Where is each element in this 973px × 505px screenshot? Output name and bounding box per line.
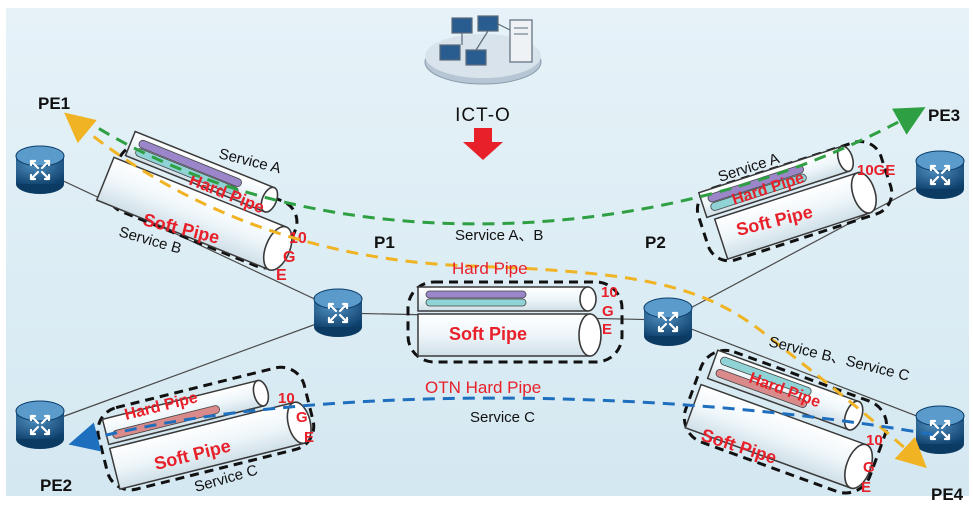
service-ab-label: Service A、B	[455, 227, 543, 244]
pe1-label: PE1	[38, 94, 70, 113]
pipe-group-center: Soft Pipe 10 G E	[406, 280, 624, 364]
ict-o-controller-icon	[424, 15, 542, 85]
pe3-router-icon	[914, 149, 966, 201]
p2-label: P2	[645, 233, 666, 252]
pe2-router-icon	[14, 399, 66, 451]
p1-label: P1	[374, 233, 395, 252]
p1-router-icon	[312, 287, 364, 339]
ge10-label-bottom-right-2: G	[863, 459, 875, 476]
ge10-label-top-left-2: G	[283, 249, 295, 266]
hard-pipe-label-center: Hard Pipe	[452, 259, 528, 278]
pe4-label: PE4	[931, 485, 964, 500]
pe4-router-icon	[914, 404, 966, 456]
ge10-label-bottom-left-2: G	[296, 409, 308, 426]
service-c-path	[68, 396, 936, 452]
pe1-router-icon	[14, 144, 66, 196]
ge10-label-top-left-3: E	[276, 267, 287, 284]
ge10-label-bottom-right-1: 10	[866, 432, 883, 449]
ge10-label-center-2: G	[602, 303, 614, 320]
service-b-path	[64, 112, 927, 469]
pe2-label: PE2	[40, 476, 72, 495]
ge10-label-bottom-left-1: 10	[278, 390, 295, 407]
service-c-label-center: Service C	[470, 409, 535, 426]
ge10-label-center-3: E	[602, 321, 612, 338]
ge10-label-bottom-right-3: E	[861, 479, 871, 496]
ge10-label-top-right: 10GE	[857, 162, 895, 179]
ge10-label-bottom-left-3: E	[304, 429, 314, 446]
otn-hard-pipe-label: OTN Hard Pipe	[425, 378, 541, 397]
pe3-label: PE3	[928, 106, 960, 125]
ge10-label-center-1: 10	[601, 284, 618, 301]
soft-pipe-label-center: Soft Pipe	[449, 324, 527, 344]
ict-o-label: ICT-O	[455, 105, 511, 126]
p2-router-icon	[642, 296, 694, 348]
